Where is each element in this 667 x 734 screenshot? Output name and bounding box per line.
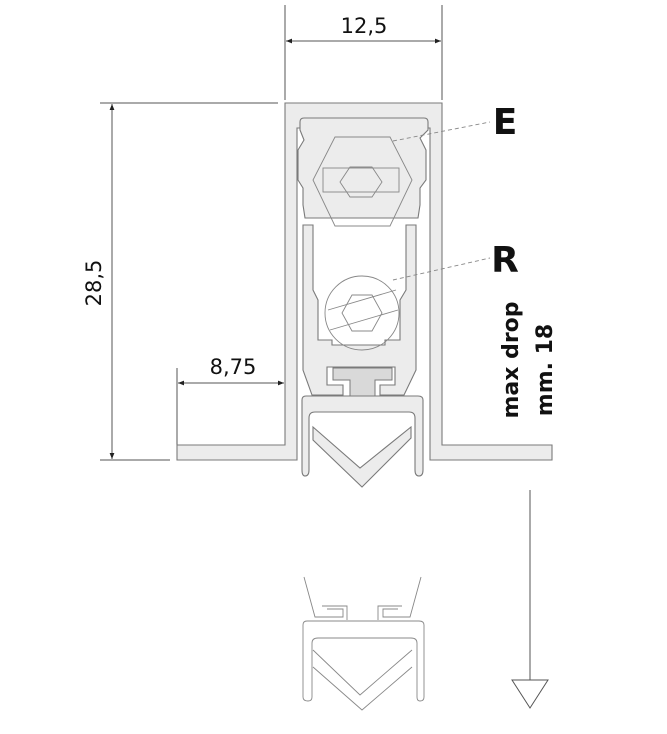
seal-gasket: [301, 395, 424, 488]
width-label: 12,5: [341, 14, 388, 38]
drop-arrow-icon: [511, 490, 549, 709]
height-label: 28,5: [82, 260, 106, 307]
e-callout-label: E: [493, 102, 518, 143]
mechanism-r: R: [324, 240, 519, 351]
inner-carrier: [297, 117, 429, 398]
max-drop-label: max drop: [499, 301, 524, 418]
width-dimension: 12,5: [284, 5, 443, 100]
outer-profile: [176, 102, 553, 461]
max-drop-value: mm. 18: [533, 324, 558, 416]
mechanism-e: E: [312, 102, 518, 227]
height-dimension: 28,5: [82, 102, 278, 461]
offset-dimension: 8,75: [176, 355, 284, 445]
r-callout-label: R: [491, 240, 519, 281]
extended-seal: [302, 576, 425, 711]
offset-label: 8,75: [210, 355, 257, 379]
